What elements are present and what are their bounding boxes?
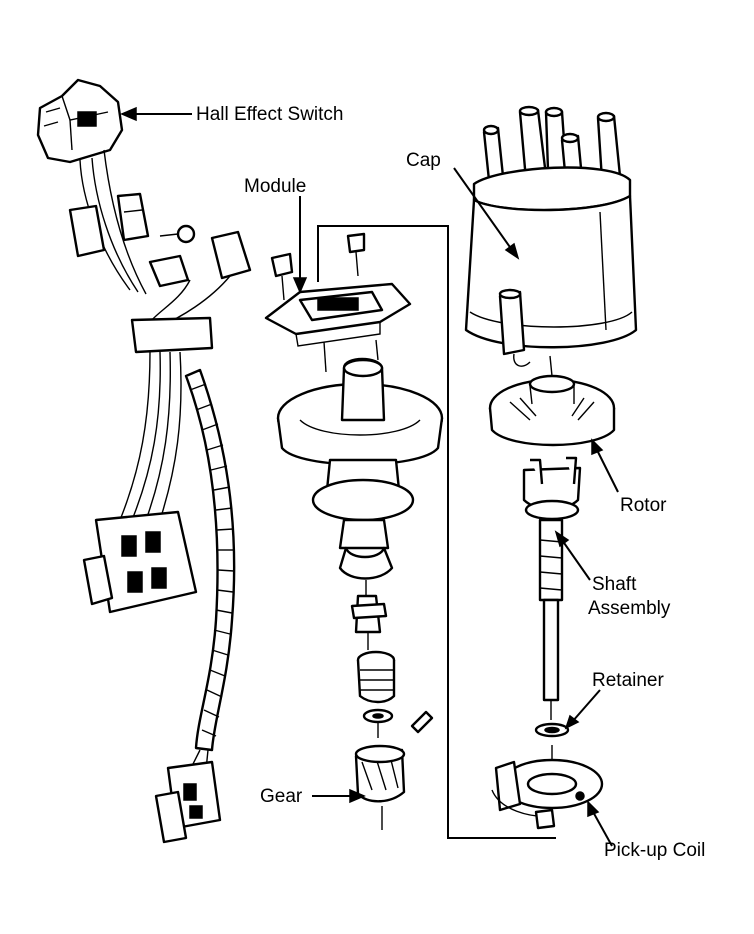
- gear-part: [354, 744, 406, 830]
- harness-connector-right: [148, 230, 252, 288]
- harness-connector-lower: [154, 760, 222, 844]
- harness-screw: [159, 224, 196, 244]
- retainer-part: [534, 722, 570, 738]
- label-hall-effect-switch: Hall Effect Switch: [196, 104, 343, 125]
- label-module: Module: [244, 176, 306, 197]
- label-rotor: Rotor: [620, 495, 667, 516]
- wiring-harness: [36, 78, 252, 844]
- cap-part: [464, 105, 638, 367]
- label-cap: Cap: [406, 150, 441, 171]
- label-shaft: Shaft: [592, 574, 637, 595]
- leader-lines: [120, 106, 619, 847]
- harness-clip: [130, 316, 214, 354]
- label-gear: Gear: [260, 786, 303, 807]
- lower-shaft-parts: [338, 546, 434, 738]
- distributor-housing: [276, 357, 444, 550]
- module-screw-left: [270, 252, 294, 301]
- hall-effect-switch-part: [36, 78, 124, 164]
- roll-pin-part: [410, 710, 434, 734]
- module-screw-right: [346, 232, 366, 277]
- harness-loom: [184, 368, 236, 752]
- module-part: [264, 232, 412, 347]
- label-retainer: Retainer: [592, 670, 664, 691]
- shaft-assembly-part: [522, 456, 582, 720]
- label-pickup-coil: Pick-up Coil: [604, 840, 705, 861]
- rotor-part: [488, 355, 616, 447]
- leader-bracket: [317, 225, 556, 839]
- label-assembly: Assembly: [588, 598, 671, 619]
- pickup-coil-part: [491, 745, 604, 830]
- spring-part: [356, 650, 396, 704]
- harness-connector-large: [82, 510, 198, 614]
- harness-connector-upper: [68, 192, 150, 258]
